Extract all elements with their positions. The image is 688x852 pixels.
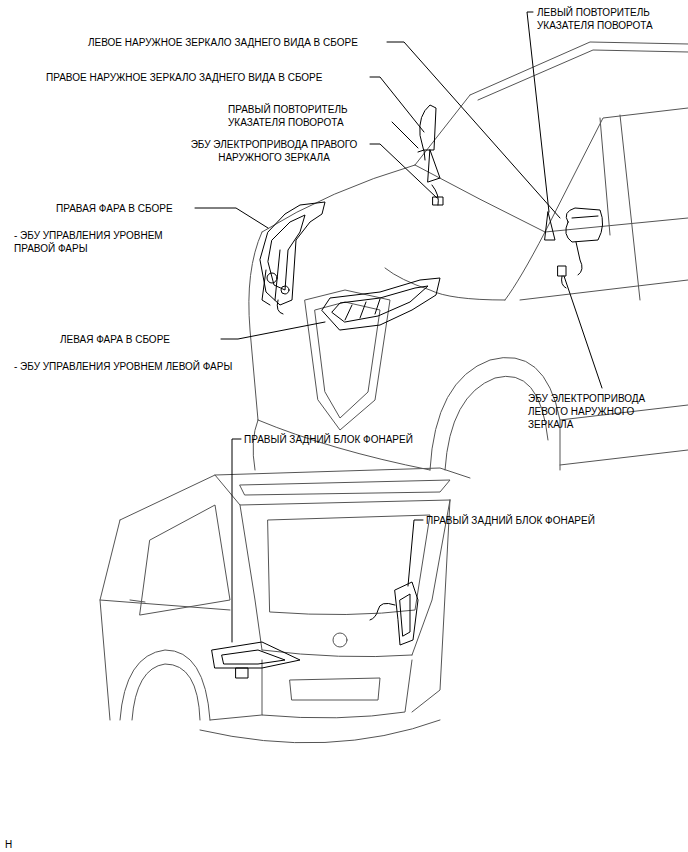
part-label: ЛЕВОЕ НАРУЖНОЕ ЗЕРКАЛО ЗАДНЕГО ВИДА В СБ… [88, 36, 358, 49]
front-vehicle-body-stroke [305, 290, 390, 430]
left-outer-mirror-stroke [576, 242, 582, 275]
rear-vehicle-body-stroke [100, 600, 230, 610]
rear-vehicle-body-stroke [120, 468, 470, 520]
rear-vehicle-body-stroke [132, 664, 200, 720]
rear-vehicle-body-stroke [200, 720, 440, 743]
leader-lines-stroke [221, 322, 325, 339]
leader-lines-stroke [564, 276, 602, 388]
part-label: ПРАВЫЙ ПОВТОРИТЕЛЬ УКАЗАТЕЛЯ ПОВОРОТА [228, 103, 378, 129]
left-outer-mirror [545, 208, 603, 288]
left-outer-mirror-stroke [572, 216, 598, 218]
part-label: ПРАВЫЙ ЗАДНИЙ БЛОК ФОНАРЕЙ [244, 433, 413, 446]
rear-combination-lamps [212, 582, 418, 678]
right-outer-mirror-stroke [418, 150, 425, 160]
right-headlamp-assembly [260, 202, 325, 314]
rear-vehicle-body-stroke [262, 650, 412, 657]
rear-vehicle-body-stroke [240, 505, 262, 650]
part-label: ЭБУ ЭЛЕКТРОПРИВОДА ПРАВОГО НАРУЖНОГО ЗЕР… [174, 138, 374, 164]
leader-lines-stroke [527, 12, 549, 212]
left-headlamp-assembly-stroke [345, 299, 380, 320]
leader-lines-stroke [387, 42, 560, 218]
sub-part-note: - ЭБУ УПРАВЛЕНИЯ УРОВНЕМ ЛЕВОЙ ФАРЫ [14, 360, 232, 373]
left-headlamp-assembly-stroke [322, 278, 440, 330]
left-outer-mirror-stroke [545, 212, 555, 240]
part-label: ПРАВАЯ ФАРА В СБОРЕ [56, 202, 173, 215]
front-vehicle-body-stroke [560, 450, 688, 465]
rear-vehicle-body-stroke [268, 515, 430, 615]
left-outer-mirror-stroke [566, 208, 603, 242]
rear-vehicle-body-stroke [100, 520, 120, 720]
front-vehicle-body-stroke [385, 268, 505, 300]
right-headlamp-assembly-stroke [260, 202, 325, 305]
part-label: ЛЕВЫЙ ПОВТОРИТЕЛЬ УКАЗАТЕЛЯ ПОВОРОТА [537, 6, 669, 32]
right-outer-mirror [418, 105, 443, 205]
rear-combination-lamps-stroke [395, 582, 418, 645]
front-vehicle-body-stroke [505, 232, 545, 300]
rear-vehicle-body-stroke [120, 650, 210, 720]
front-vehicle-body-stroke [470, 42, 688, 95]
rear-vehicle-body-stroke [262, 660, 412, 718]
front-vehicle-body-stroke [478, 50, 688, 100]
rear-vehicle-body-stroke [140, 505, 230, 615]
left-headlamp-assembly-stroke [332, 286, 428, 322]
right-headlamp-assembly-stroke [267, 273, 277, 283]
part-label: ПРАВОЕ НАРУЖНОЕ ЗЕРКАЛО ЗАДНЕГО ВИДА В С… [46, 71, 322, 84]
leader-lines-stroke [370, 77, 424, 132]
sub-part-note: - ЭБУ УПРАВЛЕНИЯ УРОВНЕМ ПРАВОЙ ФАРЫ [14, 229, 190, 255]
right-headlamp-assembly-stroke [268, 215, 305, 290]
part-label: ЛЕВАЯ ФАРА В СБОРЕ [60, 333, 170, 346]
front-vehicle-body-stroke [262, 165, 415, 232]
front-vehicle-body-stroke [415, 165, 545, 232]
right-outer-mirror-stroke [433, 197, 443, 205]
part-label: ЭБУ ЭЛЕКТРОПРИВОДА ЛЕВОГО НАРУЖНОГО ЗЕРК… [528, 392, 668, 431]
right-headlamp-assembly-stroke [277, 300, 283, 314]
rear-vehicle-body-stroke [240, 480, 450, 495]
leader-lines-stroke [370, 144, 437, 198]
rear-combination-lamps-stroke [370, 603, 395, 620]
rear-vehicle-body [100, 468, 470, 743]
front-vehicle-body-stroke [520, 280, 688, 300]
rear-combination-lamps-stroke [236, 668, 248, 678]
leader-lines-stroke [392, 122, 418, 148]
rear-vehicle-body-stroke [290, 678, 380, 700]
right-headlamp-assembly-stroke [281, 286, 289, 294]
left-outer-mirror-stroke [562, 276, 567, 288]
rear-vehicle-body-stroke [130, 600, 145, 602]
figure-code: H [5, 838, 12, 851]
rear-vehicle-body-stroke [210, 715, 262, 720]
rear-combination-lamps-stroke [212, 642, 300, 668]
right-headlamp-assembly-stroke [262, 250, 280, 305]
leader-lines [232, 439, 423, 642]
left-headlamp-assembly [322, 278, 440, 330]
front-vehicle-body-stroke [315, 302, 380, 418]
part-label: ПРАВЫЙ ЗАДНИЙ БЛОК ФОНАРЕЙ [426, 514, 595, 527]
right-outer-mirror-stroke [420, 105, 436, 150]
leader-lines [195, 12, 602, 388]
front-vehicle-body-stroke [620, 115, 640, 300]
leader-lines-stroke [232, 439, 241, 642]
rear-combination-lamps-stroke [400, 594, 410, 636]
rear-vehicle-body-stroke [333, 633, 347, 647]
front-vehicle-body-stroke [600, 118, 610, 235]
rear-vehicle-body-stroke [215, 475, 450, 505]
rear-combination-lamps-stroke [222, 650, 285, 664]
left-outer-mirror-stroke [558, 266, 566, 276]
leader-lines-stroke [408, 520, 423, 586]
front-vehicle-body-stroke [415, 95, 470, 165]
leader-lines-stroke [195, 208, 268, 228]
right-outer-mirror-stroke [428, 150, 440, 182]
